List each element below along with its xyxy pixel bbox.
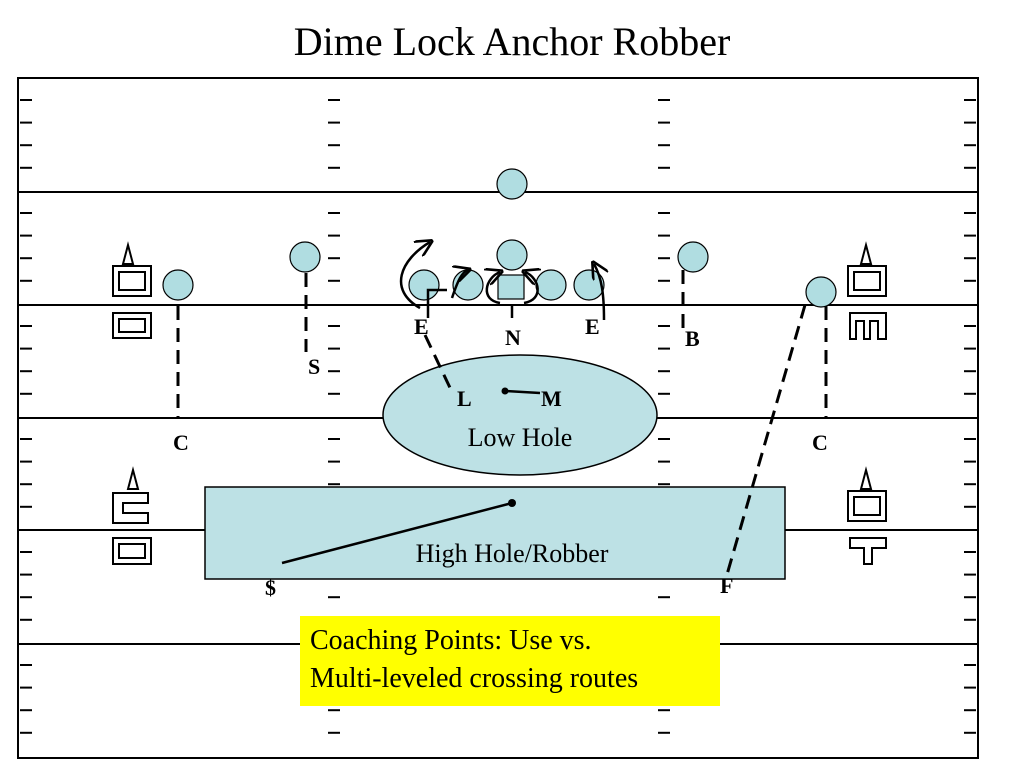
solid-lines (281, 242, 604, 565)
end-right-rush (594, 264, 604, 321)
right-guard (535, 269, 567, 301)
assignment-lines (176, 270, 828, 579)
label-s: S (308, 354, 320, 379)
left-tackle (408, 269, 440, 301)
field-number-left-upper (112, 241, 152, 339)
nose-loop-left (487, 272, 500, 305)
robber-dot (508, 499, 516, 507)
label-c-left: C (173, 430, 189, 455)
diagram-title: Dime Lock Anchor Robber (293, 19, 731, 64)
coaching-line-2: Multi-leveled crossing routes (310, 663, 639, 694)
coaching-points-box: Coaching Points: Use vs. Multi-leveled c… (300, 616, 720, 706)
receiver-left-wide (162, 269, 194, 301)
label-e-left: E (414, 314, 429, 339)
low-hole-label: Low Hole (468, 423, 573, 452)
field-number-right-lower (847, 466, 887, 565)
label-e-right: E (585, 314, 600, 339)
receiver-right-wide (805, 276, 837, 308)
field-number-right-upper (847, 241, 887, 340)
low-hole-zone (382, 354, 658, 476)
end-left-loop (399, 242, 430, 310)
hash-marks-right-sideline (964, 99, 976, 734)
center (497, 274, 525, 300)
free-safety-route (724, 304, 807, 579)
end-left-rush (426, 288, 447, 318)
coaching-line-1: Coaching Points: Use vs. (310, 625, 592, 656)
tackle-left-loop (450, 270, 468, 299)
high-hole-label: High Hole/Robber (416, 539, 609, 568)
tight-end (677, 241, 709, 273)
label-n: N (505, 325, 521, 350)
label-b: B (685, 326, 700, 351)
label-c-right: C (812, 430, 828, 455)
back-deep (496, 168, 528, 200)
label-l: L (457, 386, 472, 411)
offense-players (162, 168, 837, 308)
robber-rotation (281, 501, 513, 565)
high-hole-robber-zone (204, 486, 786, 580)
lb-dot (501, 387, 509, 395)
linebacker-l-drop (423, 334, 454, 393)
hash-marks-left-sideline (20, 99, 32, 734)
label-dollar: $ (265, 575, 276, 600)
label-f: F (720, 573, 733, 598)
quarterback (496, 239, 528, 271)
lb-m-connector (504, 389, 541, 395)
nose-loop-right (524, 272, 538, 305)
label-m: M (541, 386, 562, 411)
field-number-left-lower (112, 466, 152, 565)
receiver-left-slot (289, 241, 321, 273)
